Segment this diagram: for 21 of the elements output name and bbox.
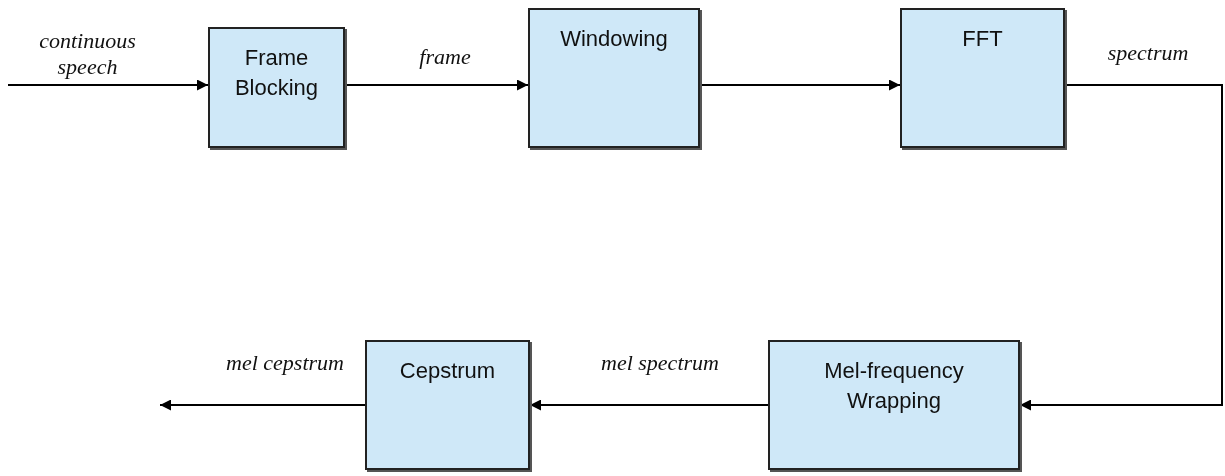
edge-label: mel spectrum xyxy=(600,350,720,376)
arrow xyxy=(529,399,769,411)
edge-label: frame xyxy=(418,44,472,70)
process-label: Frame Blocking xyxy=(233,44,320,102)
arrow xyxy=(1019,84,1223,411)
arrow xyxy=(7,79,209,91)
edge-label: spectrum xyxy=(1106,40,1190,66)
process-label: Mel-frequency Wrapping xyxy=(823,357,965,415)
arrow xyxy=(699,79,901,91)
edge-label: continuous speech xyxy=(38,28,137,80)
arrow xyxy=(159,399,366,411)
process-label: Cepstrum xyxy=(399,357,496,385)
process-box xyxy=(768,340,1020,470)
process-box xyxy=(365,340,530,470)
process-box xyxy=(208,27,345,148)
edge-label: mel cepstrum xyxy=(225,350,345,376)
arrow xyxy=(344,79,529,91)
process-label: FFT xyxy=(962,25,1003,53)
process-box xyxy=(528,8,700,148)
process-label: Windowing xyxy=(560,25,668,53)
process-box xyxy=(900,8,1065,148)
